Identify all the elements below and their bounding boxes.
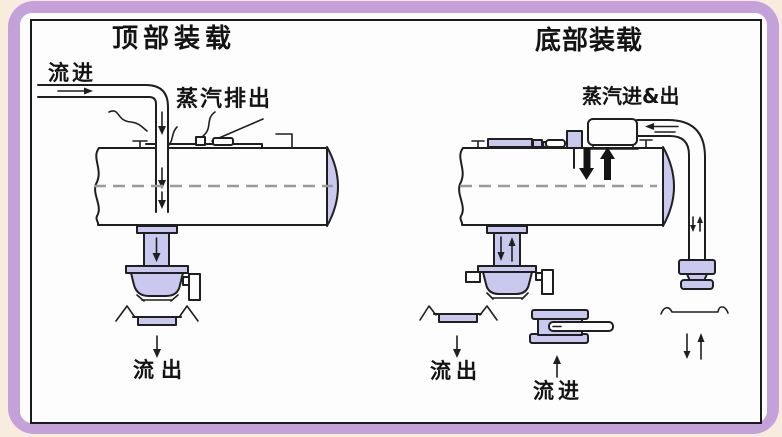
diagram-frame [30, 19, 762, 424]
bottom-loading-diagram [419, 118, 729, 378]
flow-in-label-right: 流进 [533, 379, 583, 403]
top-loading-diagram [37, 84, 339, 358]
tank-end-cap [662, 146, 675, 227]
flow-in-arrow-icon [57, 87, 93, 95]
flow-out-label-left: 流出 [133, 358, 189, 382]
bottom-valve-left [125, 225, 201, 302]
pipe-down-arrow-icons [158, 111, 166, 209]
side-pipe [548, 321, 614, 332]
tank-left [94, 133, 339, 227]
vapor-in-out-arrow-icons [579, 147, 615, 180]
vapor-leader-lines [108, 110, 264, 147]
tank-top-fittings [471, 118, 653, 169]
bottom-loading-title: 底部装载 [535, 26, 644, 56]
inlet-pipe [37, 84, 169, 213]
receiver-funnel-left [115, 305, 199, 358]
bottom-valve-right [465, 225, 554, 300]
vapor-recovery-box [587, 118, 638, 146]
flow-out-label-right: 流出 [430, 359, 482, 383]
vapor-return-pipe [636, 119, 706, 261]
top-loading-title: 顶部装载 [112, 24, 237, 54]
manhole-cover [487, 138, 533, 148]
receiver-funnel-right [419, 305, 498, 358]
top-cap [545, 139, 566, 148]
white-panel [20, 13, 767, 423]
tank-right [458, 146, 675, 227]
loading-coupler [529, 309, 614, 378]
flow-in-label-left: 流进 [48, 61, 96, 85]
vent-valve [566, 130, 583, 149]
vapor-in-out-label: 蒸汽进&出 [582, 84, 680, 108]
vapor-out-label: 蒸汽排出 [176, 87, 273, 112]
vapor-coupler [660, 259, 729, 360]
